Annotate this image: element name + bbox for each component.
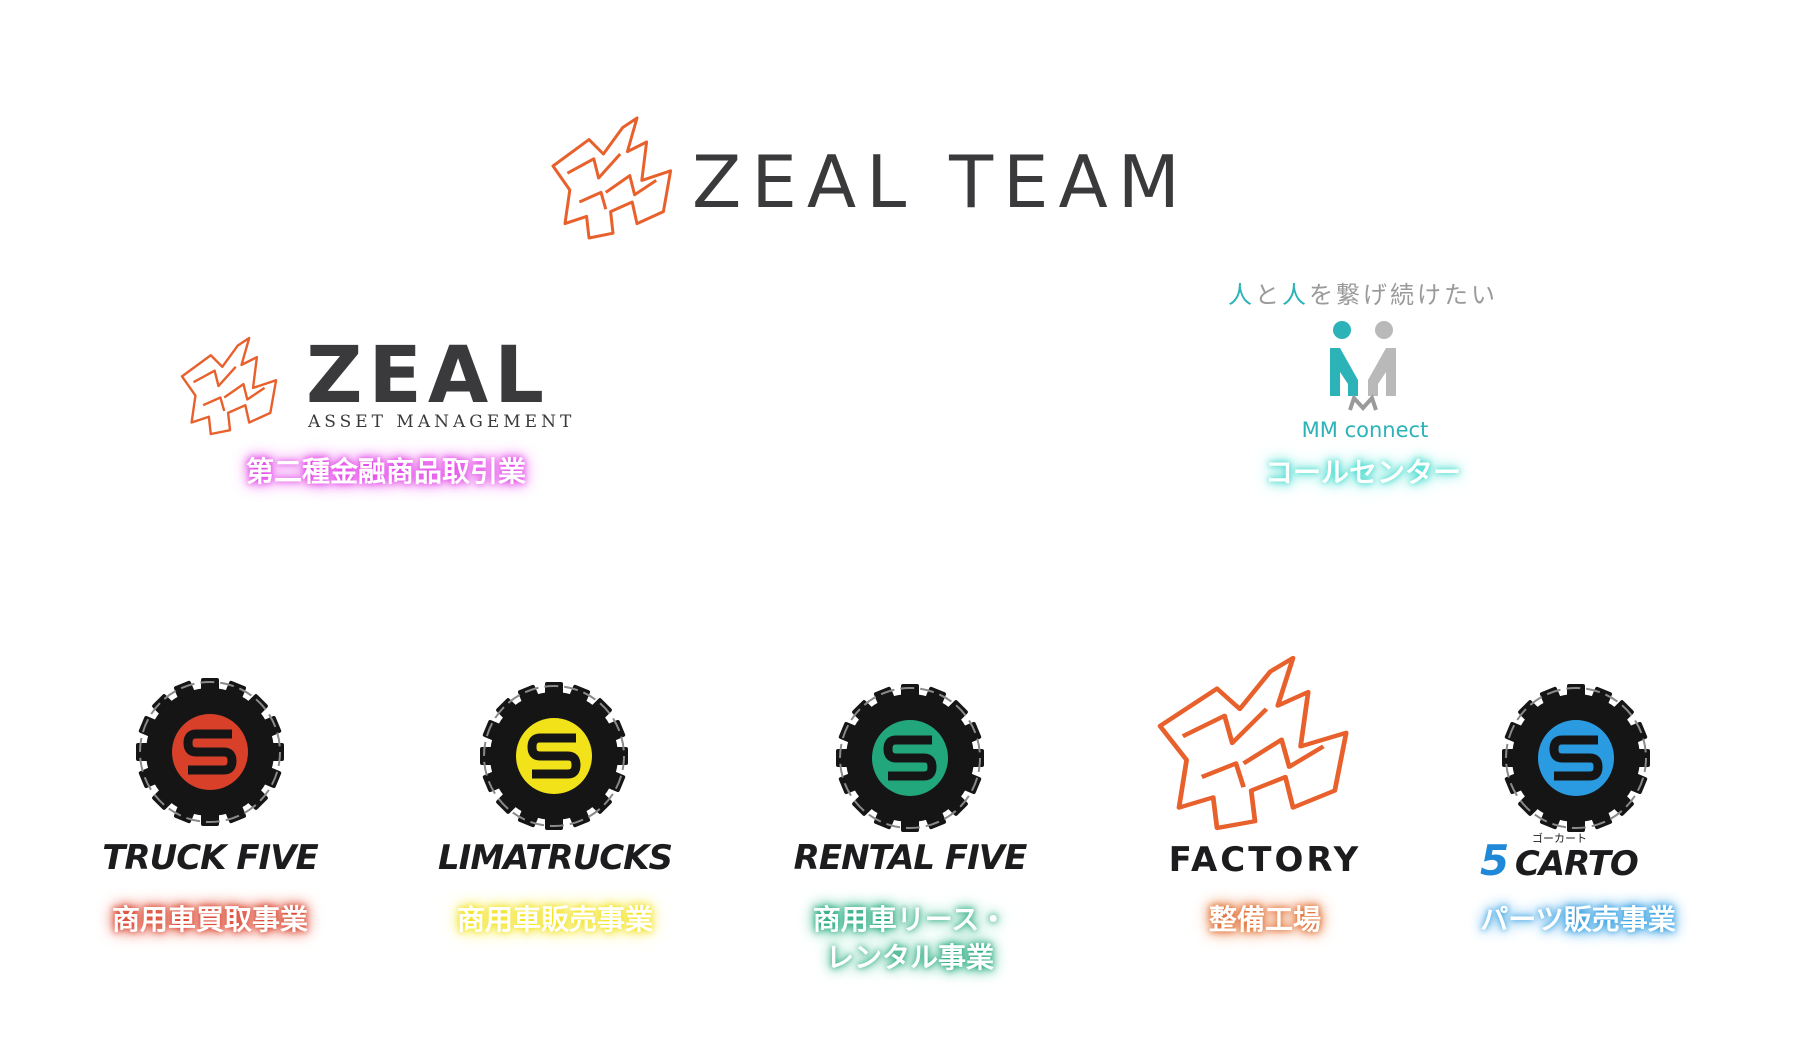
mm-connect-tagline: 人と人を繋げ続けたい [1228,281,1498,309]
limatrucks-business-label: 商用車販売事業 [456,903,653,936]
mm-connect-wordmark: MM connect [1301,418,1429,442]
tire-s-icon [835,683,985,833]
zeal-team-wordmark: ZEAL TEAM [692,140,1190,224]
tire-s-icon [479,681,629,831]
tire-s-icon [135,677,285,827]
limatrucks-wordmark: LIMATRUCKS [438,838,673,878]
carto-wordmark-text: CARTO [1514,844,1639,884]
factory-business-label: 整備工場 [1208,903,1321,936]
carto-prefix-number: 5 [1480,836,1510,885]
zeal-asset-subtitle: ASSET MANAGEMENT [308,412,576,432]
mm-connect-business-label: コールセンター [1264,456,1461,489]
zeal-asset-business-label: 第二種金融商品取引業 [245,455,526,488]
zeal-emblem-icon [1160,658,1350,828]
rental-five-business-label-line2: レンタル事業 [825,941,994,974]
zeal-team-logo: ZEAL TEAM [692,140,1190,224]
carto-ruby-text: ゴーカート [1532,832,1587,845]
carto-business-label: パーツ販売事業 [1480,903,1676,936]
zeal-asset-brand: ZEAL [306,331,550,421]
factory-wordmark: FACTORY [1168,840,1362,880]
rental-five-business-label-line1: 商用車リース・ [812,903,1008,936]
tire-s-icon [1501,683,1651,833]
carto-wordmark: 5 CARTO [1480,836,1680,885]
truck-five-business-label: 商用車買取事業 [111,903,308,936]
truck-five-wordmark: TRUCK FIVE [102,838,319,878]
zeal-emblem-icon [180,336,278,436]
zeal-emblem-icon [551,116,673,240]
rental-five-wordmark: RENTAL FIVE [793,838,1028,878]
mm-connect-people-icon [1330,321,1396,411]
